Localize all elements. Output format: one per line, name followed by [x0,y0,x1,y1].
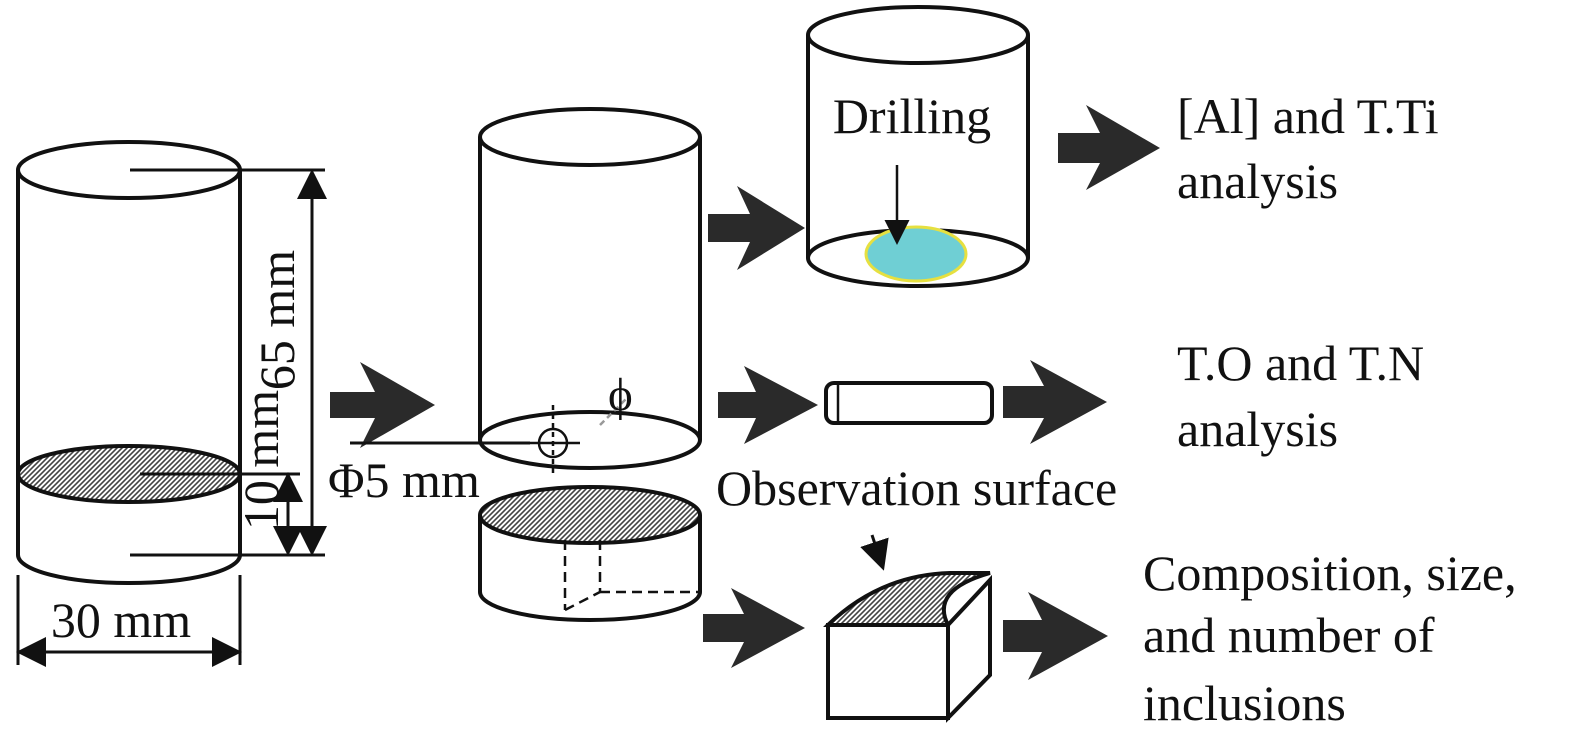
drilling-label: Drilling [833,88,991,144]
drilling-area [864,225,968,283]
arrow-right-icon [703,588,805,668]
result-on-line1: T.O and T.N [1177,335,1424,391]
observation-pointer [860,534,889,571]
core-marker [350,394,631,475]
observation-block [823,571,992,723]
arrow-right-icon [1003,360,1107,444]
height-total-label: 65 mm [249,250,305,390]
result-incl-line3: inclusions [1143,675,1346,731]
result-al-line1: [Al] and T.Ti [1177,88,1439,144]
lower-section-disc [478,485,702,622]
height-bottom-label: 10 mm [233,390,289,530]
diameter-label: 30 mm [51,592,191,648]
drilling-cylinder [806,5,1030,288]
sample-cylinder [16,140,242,585]
upper-section-cylinder [478,107,702,470]
phi-label: ϕ [608,369,633,421]
result-on-line2: analysis [1177,401,1338,457]
disc-top-surface [478,485,702,545]
arrow-right-icon [1058,105,1160,190]
rod-sample [824,381,994,425]
arrow-right-icon [718,366,818,444]
observation-surface-label: Observation surface [716,460,1117,516]
core-diameter-label: Φ5 mm [328,452,480,508]
cut-guide-lines [563,540,700,612]
arrow-right-icon [330,362,435,448]
dimension-lines [15,168,327,667]
arrow-right-icon [1003,592,1108,680]
result-incl-line2: and number of [1143,607,1435,663]
arrow-right-icon [708,186,805,270]
result-al-line2: analysis [1177,153,1338,209]
result-incl-line1: Composition, size, [1143,545,1517,601]
